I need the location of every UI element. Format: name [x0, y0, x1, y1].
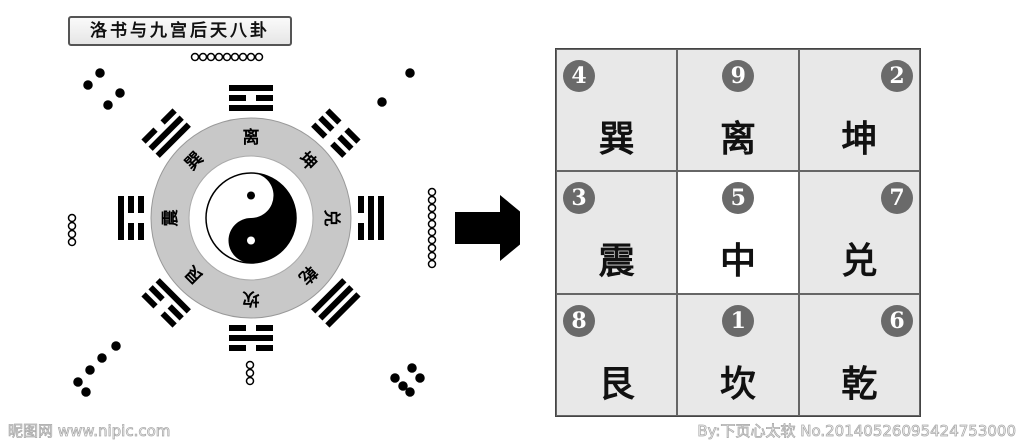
- palace-number: 4: [563, 60, 595, 92]
- trigram-dui-icon: [358, 196, 384, 240]
- trigram-gen-icon: [141, 278, 191, 328]
- ring-label: 离: [243, 127, 260, 148]
- trigram-kun-icon: [311, 108, 361, 158]
- ring-label: 震: [161, 209, 181, 228]
- palace-gua: 乾: [841, 362, 878, 405]
- luoshu-dots: [67, 52, 437, 397]
- palace-gua: 中: [719, 240, 756, 283]
- palace-number: 8: [563, 304, 595, 337]
- watermark-right: By:下页心太软 No.20140526095424753000: [697, 422, 1016, 441]
- palace-gua: 震: [598, 240, 635, 283]
- watermark-left: 昵图网 www.nipic.com: [8, 422, 171, 441]
- palace-gua: 兑: [841, 240, 878, 283]
- palace-number: 2: [881, 60, 913, 92]
- trigram-qian-icon: [311, 278, 361, 328]
- palace-number: 7: [881, 182, 913, 215]
- palace-number: 6: [881, 304, 913, 337]
- palace-gua: 巽: [598, 118, 635, 160]
- palace-number: 3: [563, 182, 595, 215]
- palace-gua: 艮: [598, 362, 635, 405]
- palace-gua: 离: [719, 118, 756, 160]
- trigram-xun-icon: [141, 108, 191, 158]
- palace-gua: 坤: [841, 118, 878, 160]
- palace-gua: 坎: [719, 362, 756, 405]
- arrow-icon: [455, 195, 520, 261]
- trigram-li-icon: [229, 85, 273, 111]
- palace-number: 9: [722, 60, 755, 92]
- trigram-kan-icon: [229, 325, 273, 351]
- ring-label: 坎: [243, 288, 260, 309]
- trigram-zhen-icon: [118, 196, 144, 240]
- palace-number: 5: [722, 182, 755, 215]
- yin-yang-icon: [205, 172, 297, 264]
- ring-label: 兑: [321, 210, 342, 227]
- diagram-title: 洛书与九宫后天八卦: [68, 16, 292, 46]
- palace-number: 1: [722, 304, 755, 337]
